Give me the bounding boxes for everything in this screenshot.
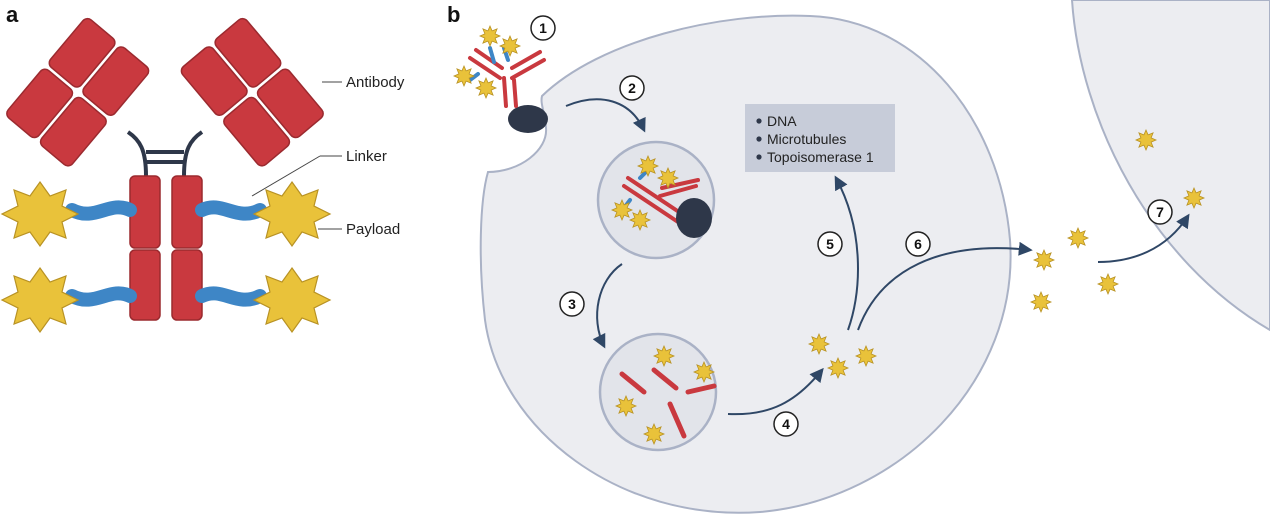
- hinge-region: [126, 130, 204, 177]
- linker-label: Linker: [346, 148, 387, 165]
- arrow-efflux: [857, 241, 1033, 331]
- step-5-marker: 5: [817, 231, 843, 257]
- receptor: [508, 105, 548, 133]
- step-1-marker: 1: [530, 15, 556, 41]
- payload-molecule: [652, 344, 676, 368]
- payload-group: [0, 180, 332, 334]
- panel-a-letter: a: [6, 2, 19, 27]
- payload-molecule: [614, 394, 638, 418]
- step-6-marker: 6: [905, 231, 931, 257]
- payload-label: Payload: [346, 221, 400, 238]
- arrow-internalization: [565, 98, 646, 133]
- payload-molecule: [692, 360, 716, 384]
- neighbor-cell: [1070, 0, 1270, 332]
- payload-star: [0, 266, 80, 334]
- arrow-release: [727, 367, 824, 416]
- lysosome-vesicle: [598, 332, 718, 452]
- payload-star: [252, 266, 332, 334]
- step-7-marker: 7: [1147, 199, 1173, 225]
- payload-molecule: [628, 208, 652, 232]
- svg-text:6: 6: [914, 236, 922, 252]
- payload-molecule: [826, 356, 850, 380]
- payload-molecule: [1096, 272, 1120, 296]
- arrow-target-binding: [834, 175, 859, 331]
- panel-b-letter: b: [447, 2, 460, 27]
- payload-molecule: [854, 344, 878, 368]
- arrow-lysosome-fusion: [592, 263, 623, 349]
- svg-text:4: 4: [782, 416, 790, 432]
- payload-molecule: [474, 76, 498, 100]
- payload-molecule: [1134, 128, 1158, 152]
- payload-molecule: [656, 166, 680, 190]
- payload-molecule: [498, 34, 522, 58]
- adc-binding-step1: [468, 46, 546, 108]
- right-fab-arm: [180, 17, 324, 167]
- target-box: [745, 104, 895, 172]
- payload-molecule: [1066, 226, 1090, 250]
- payload-molecule: [452, 64, 476, 88]
- antibody-label: Antibody: [346, 74, 405, 91]
- process-arrows: [565, 98, 1190, 416]
- target-list: DNA Microtubules Topoisomerase 1: [756, 113, 874, 165]
- arrow-bystander: [1097, 213, 1190, 263]
- step-markers: 1 2 3 4 5 6 7: [530, 15, 1173, 437]
- svg-text:7: 7: [1156, 204, 1164, 220]
- linker-group: [65, 200, 267, 307]
- fc-region: [129, 175, 203, 321]
- payload-molecule: [642, 422, 666, 446]
- target-topoisomerase: Topoisomerase 1: [767, 149, 874, 165]
- free-payload-molecules: [452, 24, 1206, 446]
- internalized-adc: [622, 168, 712, 238]
- degraded-antibody-fragments: [619, 367, 717, 439]
- callout-lines: [251, 81, 342, 230]
- payload-molecule: [478, 24, 502, 48]
- antibody-structure: Antibody Linker Payload: [0, 17, 405, 334]
- step-4-marker: 4: [773, 411, 799, 437]
- svg-text:5: 5: [826, 236, 834, 252]
- svg-text:2: 2: [628, 80, 636, 96]
- payload-molecule: [1029, 290, 1053, 314]
- payload-star: [0, 180, 80, 248]
- payload-star: [252, 180, 332, 248]
- target-dna: DNA: [767, 113, 797, 129]
- target-microtubules: Microtubules: [767, 131, 846, 147]
- payload-molecule: [1032, 248, 1056, 272]
- left-fab-arm: [6, 17, 150, 167]
- payload-molecule: [1182, 186, 1206, 210]
- svg-text:3: 3: [568, 296, 576, 312]
- payload-molecule: [610, 198, 634, 222]
- svg-text:1: 1: [539, 20, 547, 36]
- step-2-marker: 2: [619, 75, 645, 101]
- payload-molecule: [636, 154, 660, 178]
- step-3-marker: 3: [559, 291, 585, 317]
- target-cell: [479, 14, 1012, 514]
- payload-molecule: [807, 332, 831, 356]
